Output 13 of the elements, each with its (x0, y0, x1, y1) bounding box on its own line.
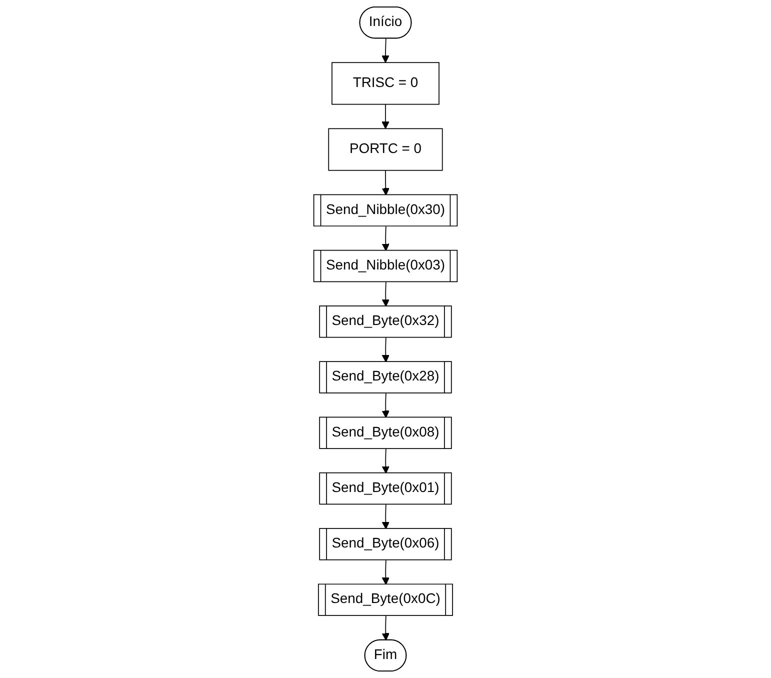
arrow (382, 504, 390, 530)
arrow (382, 448, 390, 474)
arrow (382, 392, 390, 418)
arrow (382, 38, 390, 63)
arrow (382, 226, 390, 252)
arrow (382, 104, 390, 129)
arrow (382, 282, 390, 307)
node-box: PORTC = 0 (328, 128, 443, 171)
node-box: TRISC = 0 (332, 62, 440, 105)
arrow (382, 615, 390, 641)
arrow (382, 337, 390, 362)
arrow (382, 170, 390, 196)
arrow (382, 560, 390, 585)
